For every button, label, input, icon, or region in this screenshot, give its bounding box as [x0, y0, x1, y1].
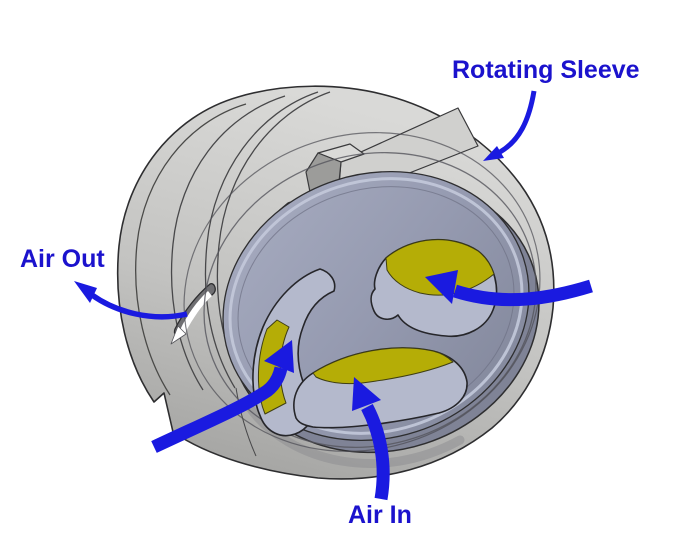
disc-rim-highlight-ring [228, 177, 524, 435]
air-in-right-arrowhead [425, 270, 458, 304]
air-out-label: Air Out [20, 245, 105, 273]
air-out-arrow-shaft [90, 292, 188, 320]
rotating-sleeve-pointer-shaft [498, 90, 537, 155]
air-in-right-arrow-shaft [453, 279, 593, 307]
air-in-bottom-arrow-shaft [361, 404, 390, 501]
port-inner-yellow [312, 347, 454, 385]
rotating-sleeve-arrowhead [483, 146, 504, 161]
air-port-top-right [370, 238, 498, 337]
air-out-arrowhead [74, 281, 97, 303]
air-in-left-arrow-shaft [151, 366, 288, 453]
air-port-bottom [293, 347, 468, 429]
air-in-label: Air In [348, 501, 412, 529]
port-inner-yellow [385, 239, 495, 296]
air-in-bottom-arrowhead [352, 377, 381, 411]
rotating-sleeve-label: Rotating Sleeve [452, 56, 640, 84]
sleeve-front-ring-inner [203, 151, 537, 449]
flow-arrow-heads [74, 146, 504, 411]
sleeve-back-rim-line [135, 103, 247, 396]
flow-arrow-shafts [90, 90, 593, 501]
air-in-left-arrowhead [264, 340, 294, 373]
sleeve-front-ring-outer [183, 132, 541, 452]
